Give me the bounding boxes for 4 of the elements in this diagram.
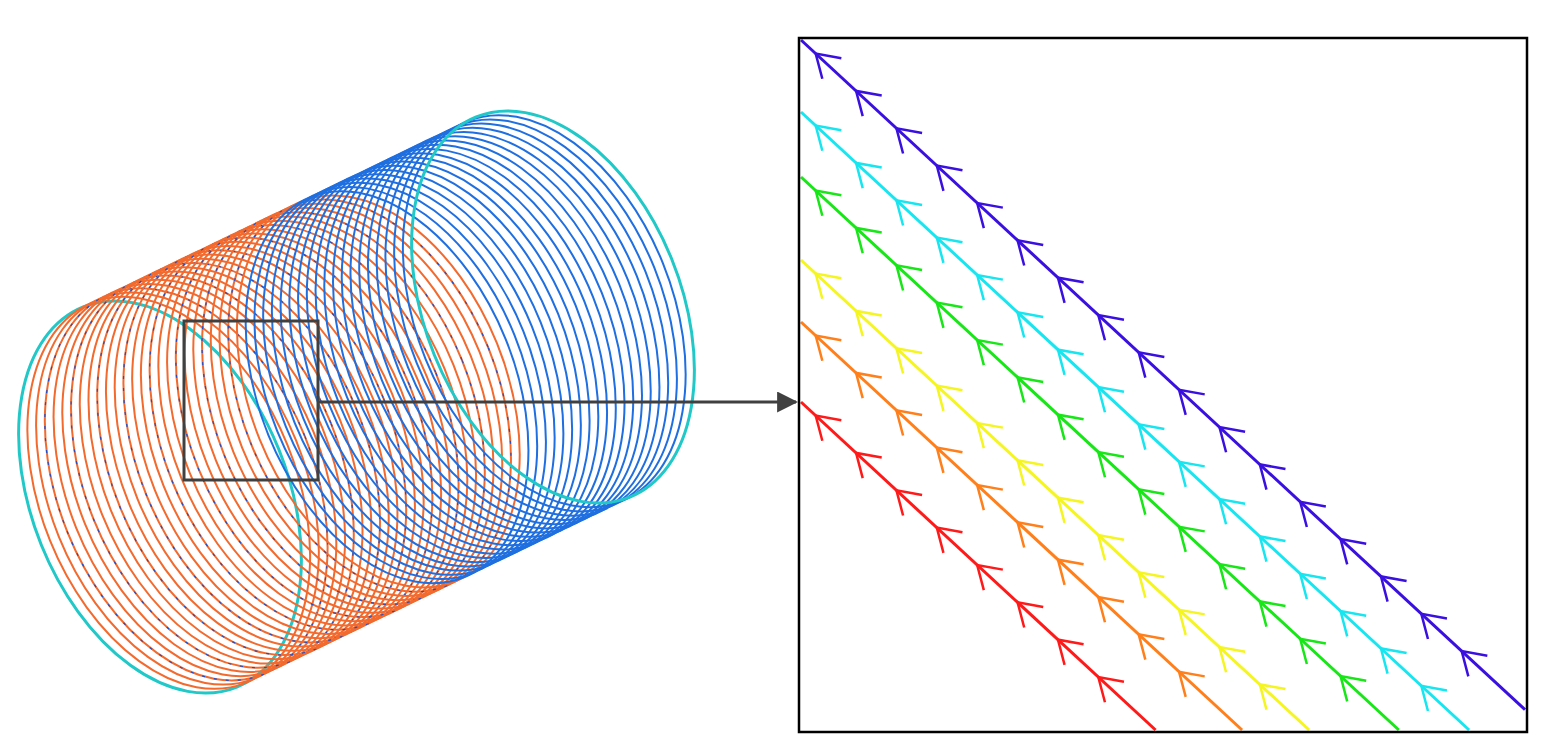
zoom-box bbox=[182, 319, 320, 482]
vector-field-drawing bbox=[797, 36, 1529, 734]
arrow bbox=[318, 391, 799, 413]
cylinder-drawing bbox=[17, 109, 696, 695]
